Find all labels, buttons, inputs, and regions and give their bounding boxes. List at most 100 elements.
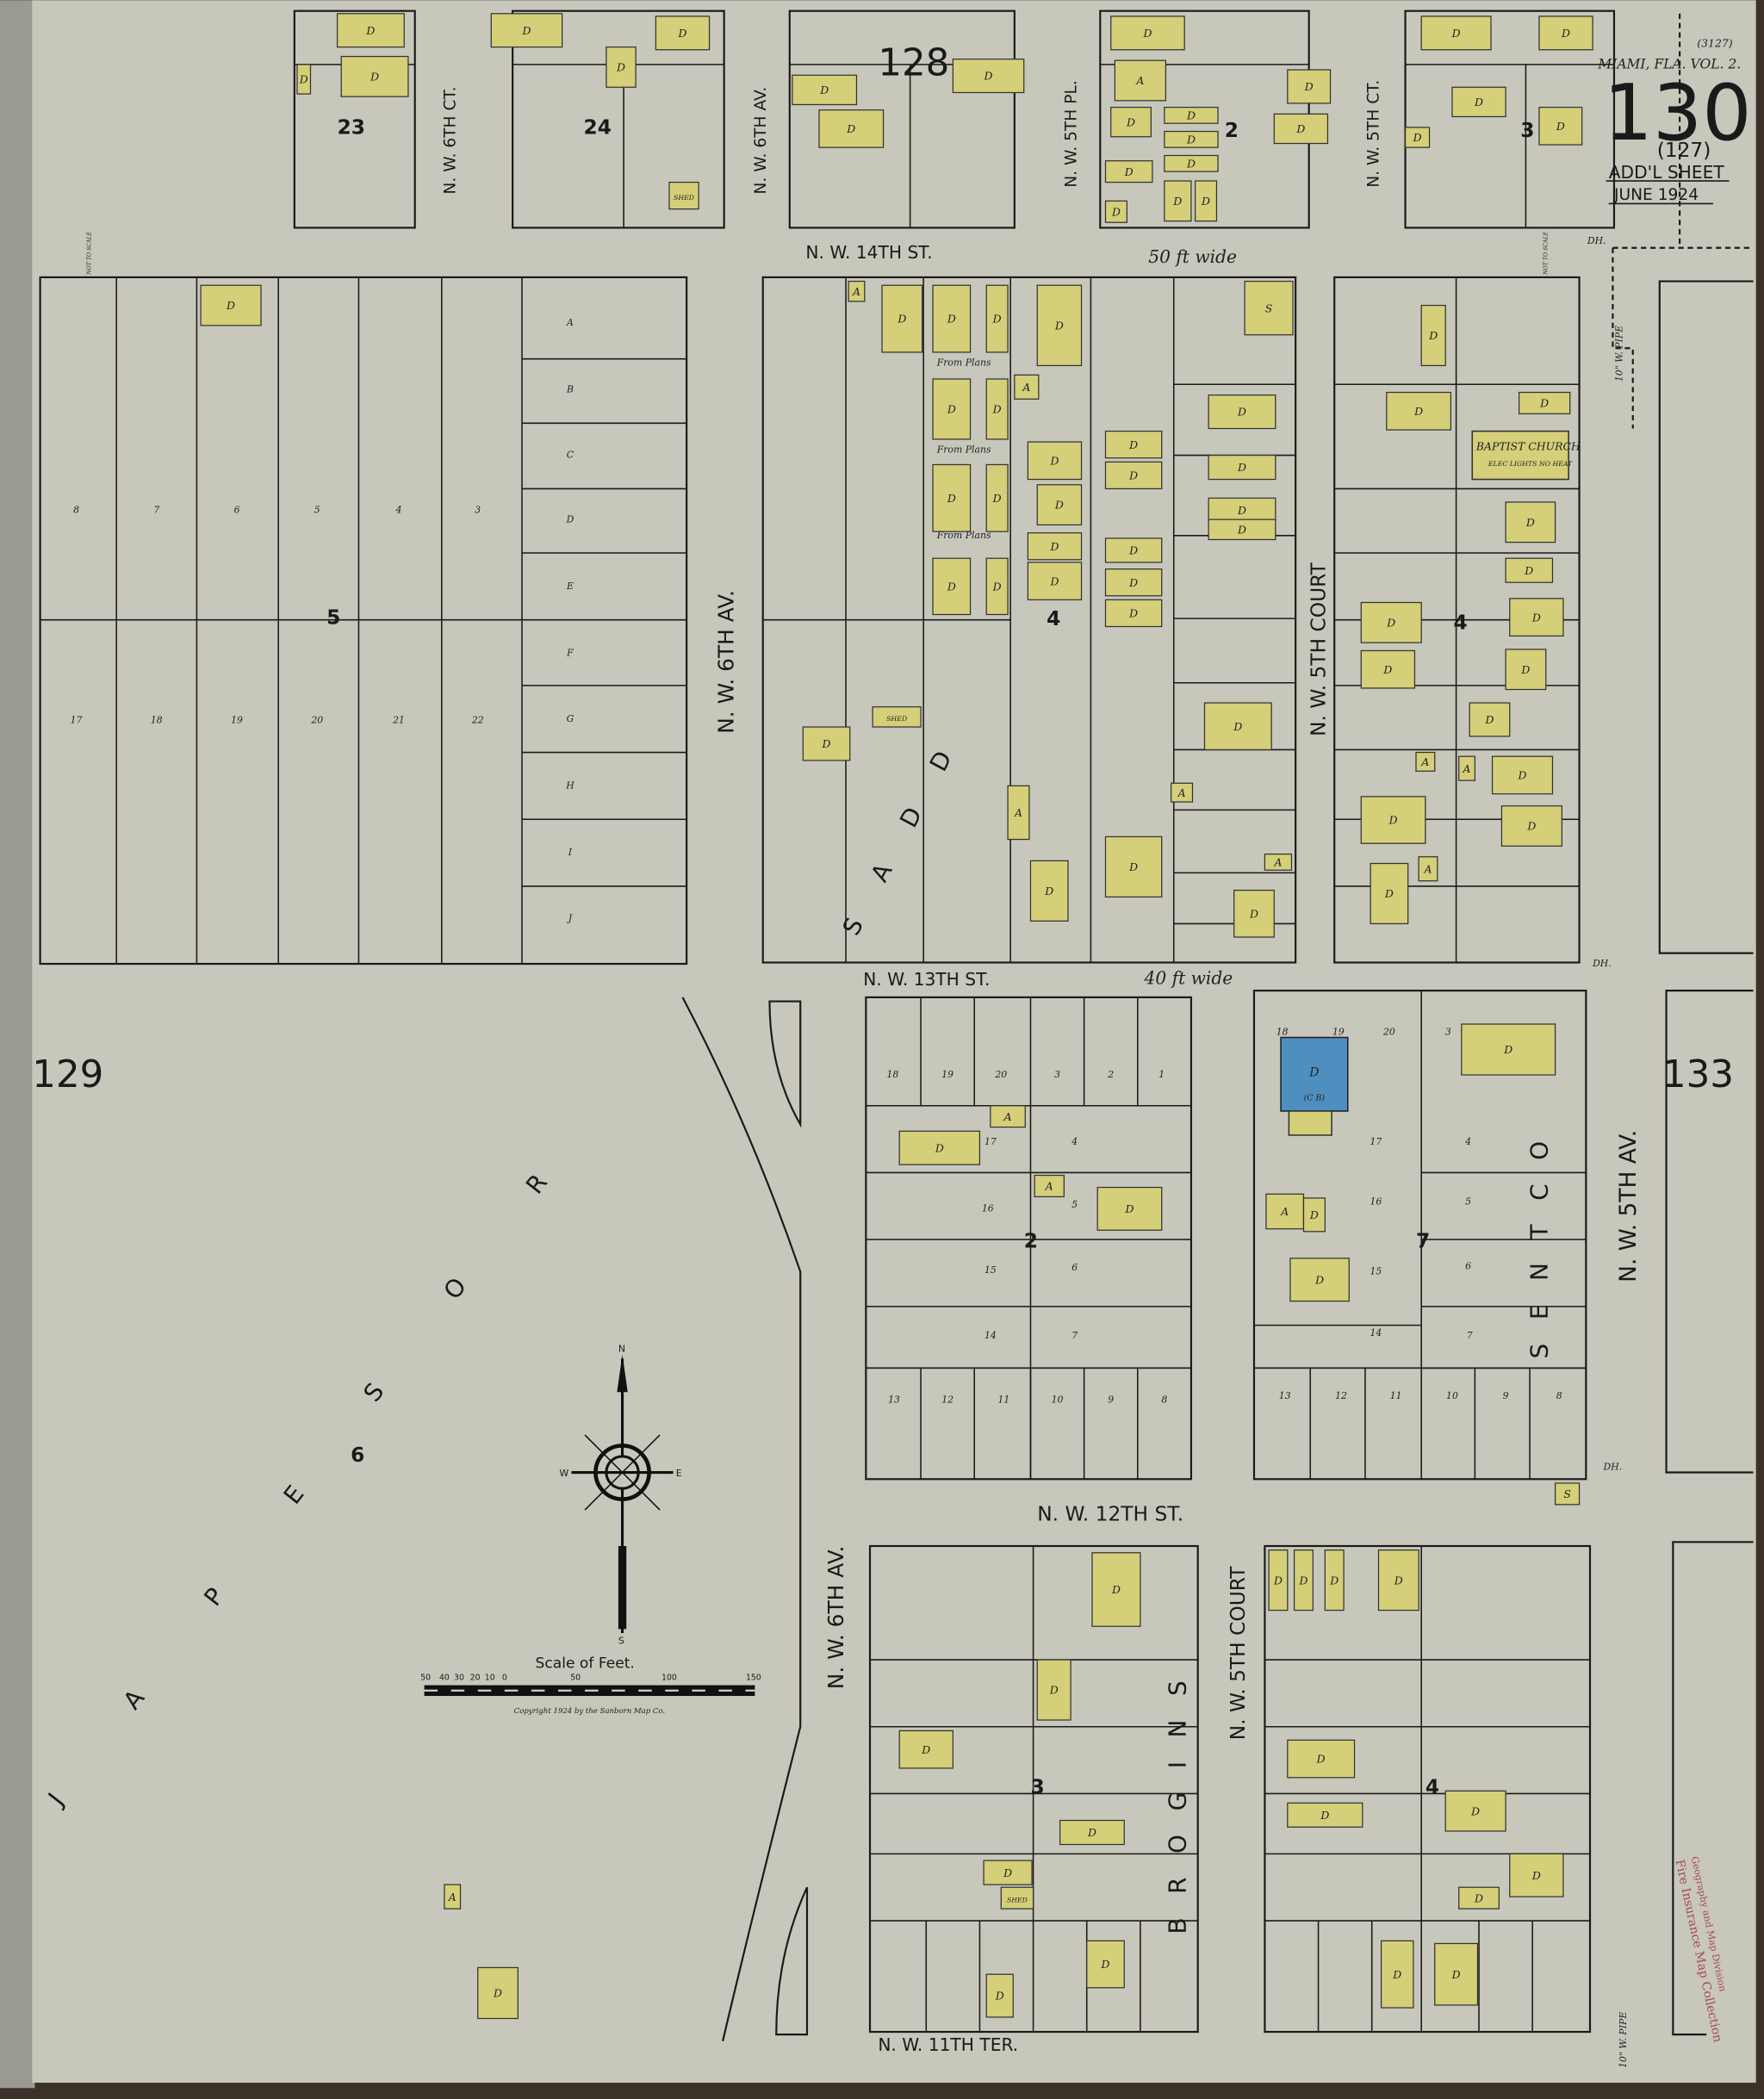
building-code-dwelling: D xyxy=(1428,329,1438,342)
building-code-dwelling: D xyxy=(1470,1804,1480,1817)
building-dwelling xyxy=(1110,106,1152,138)
building-dwelling xyxy=(1370,862,1409,925)
building-dwelling xyxy=(1293,1549,1314,1612)
building-code-dwelling: D xyxy=(1249,907,1258,920)
lot-number: 1 xyxy=(1158,1069,1165,1080)
building-code-dwelling: D xyxy=(1237,523,1246,536)
building-code-dwelling: D xyxy=(992,492,1002,505)
building-auto xyxy=(1171,782,1194,803)
lot-number: 5 xyxy=(1071,1199,1078,1210)
building-dwelling xyxy=(1386,391,1452,431)
lot-number: 5 xyxy=(314,504,320,515)
building-dwelling xyxy=(200,284,262,326)
building-code-auto: A xyxy=(1423,862,1432,875)
building-dwelling xyxy=(985,1973,1014,2018)
note-from-plans: From Plans xyxy=(936,357,991,368)
building-code-dwelling: D xyxy=(1308,1066,1319,1080)
scale-tick-label: 100 xyxy=(662,1673,677,1682)
sheet-prev-number: (127) xyxy=(1657,139,1711,162)
building-dwelling xyxy=(1086,1940,1125,1989)
building-code-dwelling: D xyxy=(1518,769,1527,782)
building-code-dwelling: D xyxy=(521,24,531,37)
block-outline xyxy=(1404,9,1616,229)
building-auto xyxy=(1265,1193,1305,1230)
block-outline xyxy=(293,9,416,229)
building-dwelling xyxy=(932,557,972,616)
building-code-dwelling: D xyxy=(846,122,855,135)
building-code-dwelling: D xyxy=(1128,607,1138,620)
building-dwelling xyxy=(932,463,972,532)
building-code-dwelling: D xyxy=(1186,134,1196,146)
building-auto xyxy=(444,1884,462,1910)
building-dwelling xyxy=(1029,860,1069,922)
building-dwelling xyxy=(1104,461,1163,490)
lot-number: 13 xyxy=(888,1394,900,1406)
lot-number: 19 xyxy=(941,1069,953,1080)
building-code-dwelling: D xyxy=(1316,1753,1326,1766)
note-not-to-scale: NOT TO SCALE xyxy=(1543,231,1549,275)
sheet-city: MIAMI, FLA. VOL. 2. xyxy=(1597,57,1741,72)
adjacent-sheet-left: 129 xyxy=(32,1053,103,1096)
building-dwelling xyxy=(983,1860,1033,1885)
building-dwelling xyxy=(1104,568,1163,597)
building-code-dwelling: D xyxy=(1394,1574,1403,1587)
building-dwelling xyxy=(1027,562,1083,601)
building-dwelling xyxy=(1420,16,1492,51)
lot-number: 18 xyxy=(1276,1026,1289,1037)
block-number: 6 xyxy=(351,1444,364,1467)
block-number: 2 xyxy=(1225,119,1239,142)
building-code-dwelling: D xyxy=(1539,397,1549,410)
block-number: 4 xyxy=(1454,612,1468,635)
building-code-dwelling: D xyxy=(992,581,1002,593)
building-dwelling xyxy=(1404,127,1431,148)
compass-rose: N S E W xyxy=(560,1344,682,1647)
lot-number: I xyxy=(568,847,573,858)
street-label-nw-13th: N. W. 13TH ST. xyxy=(863,969,990,990)
lot-number: 4 xyxy=(1464,1136,1471,1147)
lot-number: 17 xyxy=(984,1136,997,1147)
note-not-to-scale: NOT TO SCALE xyxy=(87,231,93,275)
building-dwelling xyxy=(1096,1186,1163,1231)
water-pipe xyxy=(1612,247,1634,429)
building-dwelling xyxy=(792,74,858,106)
lot-number: 22 xyxy=(471,714,484,725)
building-store xyxy=(1554,1482,1581,1506)
building-dwelling xyxy=(898,1130,981,1165)
building-dwelling xyxy=(1491,755,1554,795)
compass-s: S xyxy=(618,1635,624,1646)
lot-number: 15 xyxy=(984,1264,997,1276)
church-name: BAPTIST CHURCH xyxy=(1475,439,1581,452)
building-dwelling xyxy=(655,16,711,51)
building-dwelling xyxy=(818,109,885,148)
building-code-dwelling: D xyxy=(1314,1273,1324,1286)
park-island-lower xyxy=(775,1886,809,2036)
note-pipe: 10" W. PIPE xyxy=(1613,326,1624,382)
building-code-dwelling: D xyxy=(897,313,906,326)
building-dwelling xyxy=(336,13,405,48)
block-number: 23 xyxy=(338,116,365,140)
building-dwelling xyxy=(1287,69,1332,104)
building-dwelling xyxy=(985,557,1009,616)
building-code-dwelling: D xyxy=(1128,469,1138,482)
block-number: 5 xyxy=(326,605,340,629)
building-code-dwelling: D xyxy=(1329,1574,1339,1587)
building-code-dwelling: D xyxy=(1526,820,1536,833)
building-dwelling xyxy=(1324,1549,1345,1612)
lot-number: 20 xyxy=(994,1069,1007,1080)
building-code-dwelling: D xyxy=(1128,438,1138,451)
building-dwelling xyxy=(1104,599,1163,628)
building-dwelling xyxy=(1104,537,1163,563)
building-code-dwelling: D xyxy=(992,403,1002,416)
building-dwelling xyxy=(1104,430,1163,459)
building-code-dwelling: D xyxy=(1003,1866,1012,1879)
building-shed xyxy=(1000,1886,1034,1910)
adjacent-sheet-top: 128 xyxy=(878,41,949,84)
building-dwelling xyxy=(1027,441,1083,481)
building-code-dwelling: D xyxy=(1392,1968,1401,1981)
building-dwelling xyxy=(1461,1023,1556,1076)
subdivision-bogins: B R O G I N S xyxy=(1164,1673,1192,1934)
building-code-dwelling: D xyxy=(1382,663,1392,676)
building-code-dwelling: D xyxy=(1304,80,1314,93)
sheet-info: (3127) MIAMI, FLA. VOL. 2. 130 (127) ADD… xyxy=(1597,37,1752,205)
building-code-dwelling: D xyxy=(1295,122,1305,135)
